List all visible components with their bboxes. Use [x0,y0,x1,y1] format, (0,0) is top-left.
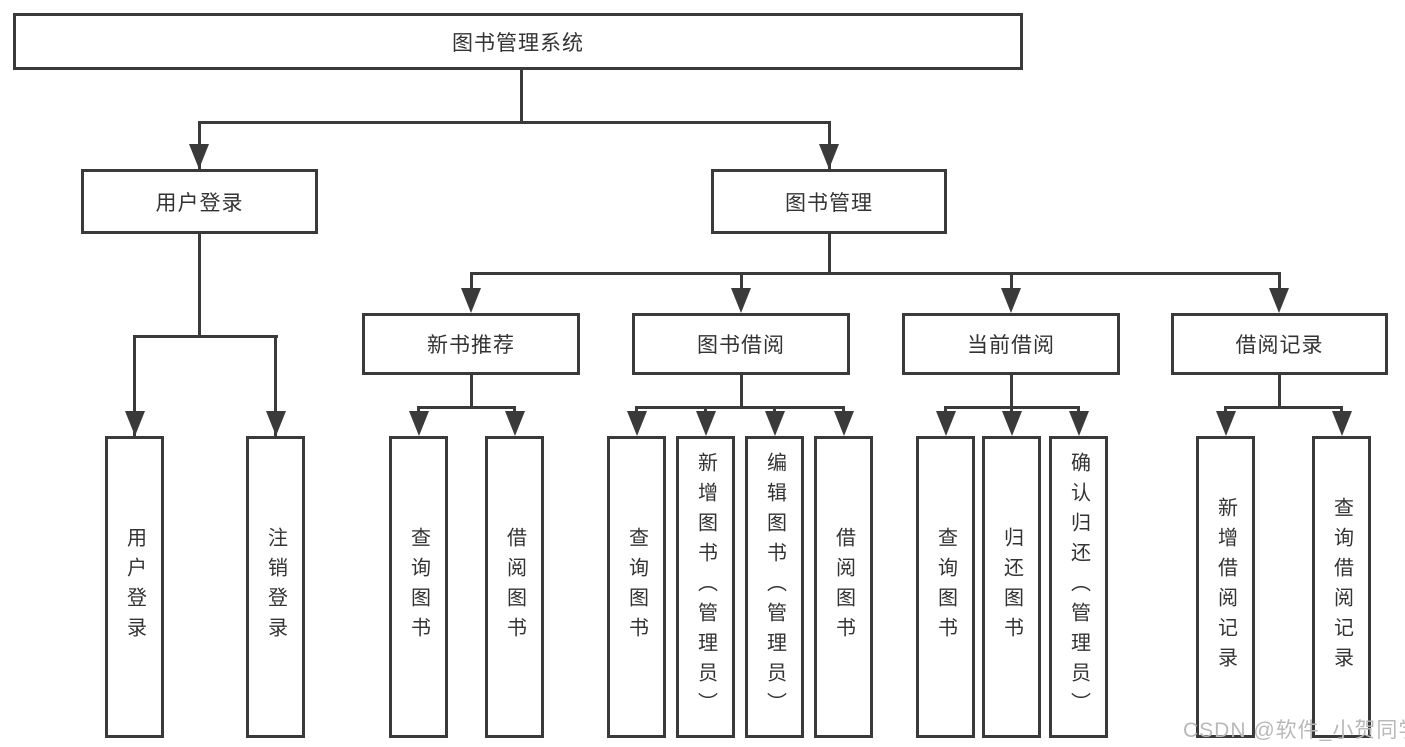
connector-drop-records [1278,272,1281,292]
arrowhead-leaf [696,411,716,436]
arrowhead-book-management [819,144,839,169]
connector-stub [773,406,776,414]
arrowhead-leaf [834,411,854,436]
node-label: 图书借阅 [697,334,785,357]
connector-bookmgmt-rail [470,272,1281,275]
arrowhead-leaf-login [125,411,145,436]
arrowhead-current [1001,288,1021,313]
leaf-confirm-return-admin: 确认归还（管理员） [1049,436,1108,738]
arrowhead-user-login [189,144,209,169]
connector-userlogin-rail [133,335,278,338]
leaf-label: 归还图书 [1000,527,1023,647]
connector-stub [944,406,947,414]
connector-drop-leaf-login [133,335,136,436]
node-current-borrowing: 当前借阅 [902,313,1120,375]
arrowhead-leaf [1069,411,1089,436]
node-book-borrowing: 图书借阅 [632,313,850,375]
connector-stub [1340,406,1343,414]
leaf-label: 查询借阅记录 [1330,497,1353,677]
connector-records-stem [1278,375,1281,408]
leaf-label: 借阅图书 [832,527,855,647]
leaf-label: 查询图书 [625,527,648,647]
leaf-query-books-borrowing: 查询图书 [607,436,666,738]
leaf-edit-books-admin: 编辑图书（管理员） [745,436,804,738]
leaf-label: 用户登录 [123,527,146,647]
connector-drop-current [1010,272,1013,292]
arrowhead-leaf [1332,411,1352,436]
node-label: 新书推荐 [427,334,515,357]
connector-records-rail [1224,406,1343,409]
node-library-management-system: 图书管理系统 [13,13,1023,70]
arrowhead-leaf [936,411,956,436]
node-new-book-recommend: 新书推荐 [362,313,580,375]
node-label: 图书管理系统 [452,31,584,55]
arrowhead-leaf [1216,411,1236,436]
node-label: 用户登录 [155,191,244,215]
connector-newbook-rail [417,406,516,409]
leaf-label: 新增图书（管理员） [694,452,717,722]
node-book-management: 图书管理 [711,169,947,234]
arrowhead-leaf-logout [266,411,286,436]
leaf-label: 借阅图书 [503,527,526,647]
connector-borrowing-stem [740,375,743,408]
leaf-label: 查询图书 [407,527,430,647]
node-borrow-records: 借阅记录 [1171,313,1388,375]
node-label: 图书管理 [785,191,873,215]
arrowhead-borrowing [731,288,751,313]
arrowhead-records [1269,288,1289,313]
connector-stub [1010,406,1013,414]
arrowhead-leaf [627,411,647,436]
connector-newbook-stem [470,375,473,408]
connector-drop-borrowing [740,272,743,292]
arrowhead-leaf [765,411,785,436]
connector-root-rail [198,121,831,124]
connector-drop-leaf-logout [274,335,277,436]
node-user-login: 用户登录 [81,169,318,234]
arrowhead-leaf [1002,411,1022,436]
connector-stub [704,406,707,414]
leaf-query-borrow-record: 查询借阅记录 [1312,436,1371,738]
arrowhead-new-book [461,288,481,313]
leaf-query-books-current: 查询图书 [916,436,975,738]
leaf-label: 查询图书 [934,527,957,647]
connector-bookmgmt-stem [828,234,831,274]
connector-stub [1224,406,1227,414]
node-label: 借阅记录 [1235,334,1324,357]
csdn-watermark: CSDN @软件_小贺同学 [1183,719,1405,742]
connector-userlogin-stem [198,234,201,337]
connector-stub [842,406,845,414]
node-label: 当前借阅 [967,334,1055,357]
connector-stub [417,406,420,414]
connector-root-stem [520,70,523,123]
leaf-label: 确认归还（管理员） [1067,452,1090,722]
leaf-label: 新增借阅记录 [1214,497,1237,677]
leaf-label: 编辑图书（管理员） [763,452,786,722]
leaf-add-books-admin: 新增图书（管理员） [676,436,735,738]
leaf-query-books-recommend: 查询图书 [389,436,448,738]
arrowhead-leaf [409,411,429,436]
connector-borrowing-rail [635,406,845,409]
leaf-user-login: 用户登录 [105,436,164,738]
arrowhead-leaf [505,411,525,436]
leaf-borrow-books: 借阅图书 [814,436,873,738]
leaf-return-books: 归还图书 [982,436,1041,738]
leaf-add-borrow-record: 新增借阅记录 [1196,436,1255,738]
leaf-label: 注销登录 [264,527,287,647]
connector-current-stem [1010,375,1013,408]
leaf-logout: 注销登录 [246,436,305,738]
connector-stub [1077,406,1080,414]
connector-drop-new-book [470,272,473,292]
leaf-borrow-books-recommend: 借阅图书 [485,436,544,738]
connector-stub [513,406,516,414]
connector-stub [635,406,638,414]
